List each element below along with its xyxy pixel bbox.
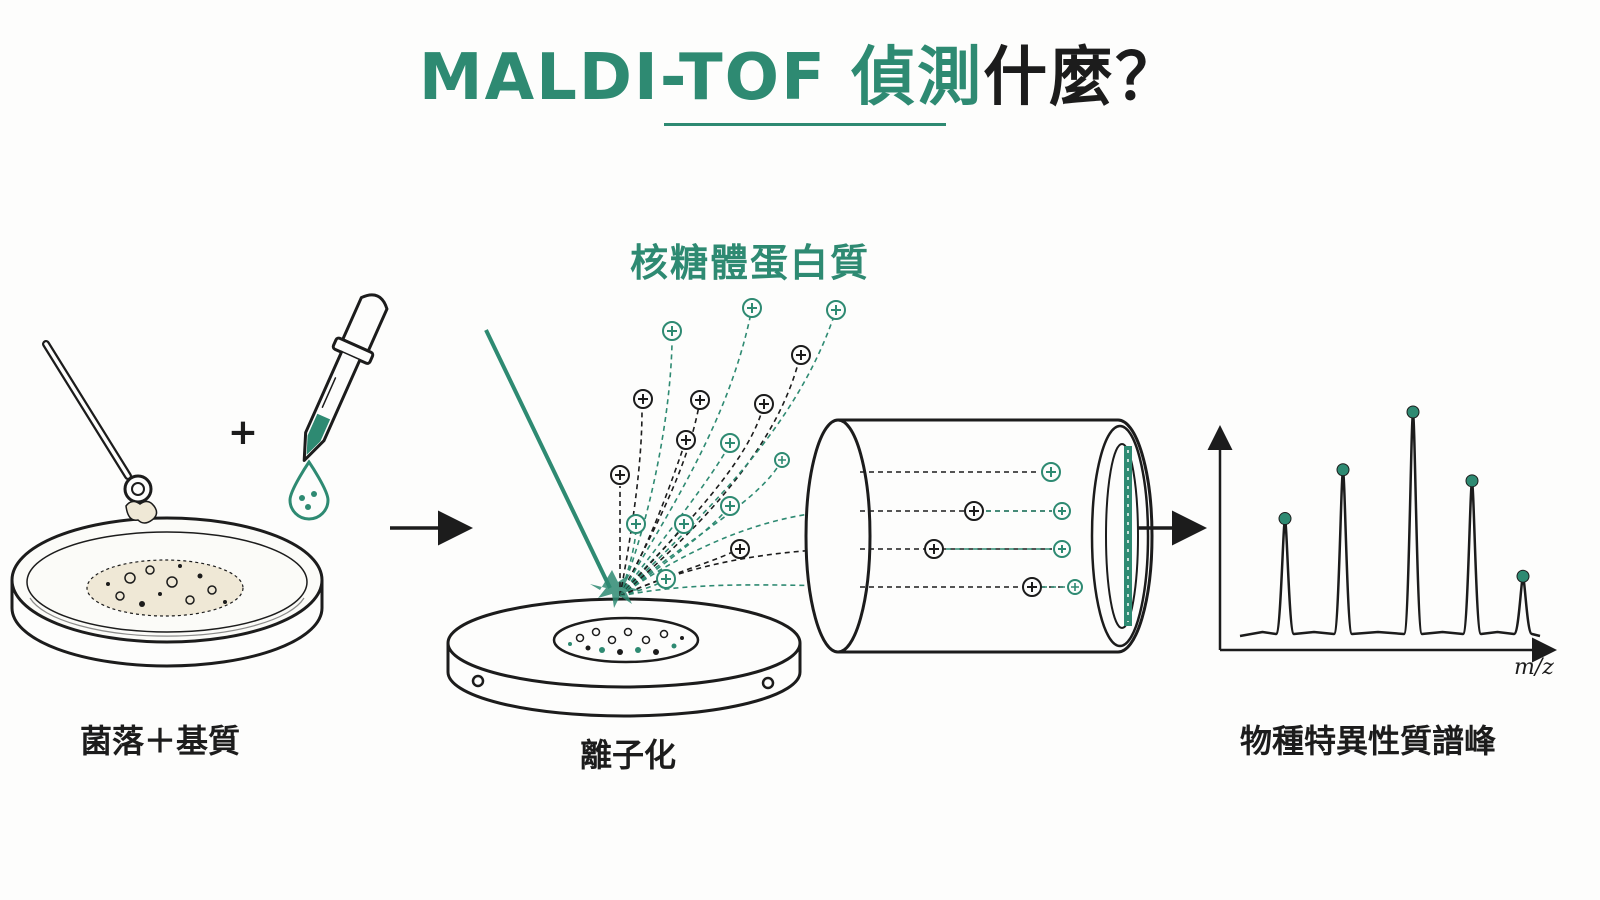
title-dark: 什麼？	[983, 41, 1182, 115]
colony-matrix-label: 菌落＋基質	[80, 722, 241, 760]
plus-sign: +	[228, 412, 258, 453]
spectrum-peak	[1516, 569, 1530, 583]
ion-positive-icon	[1067, 579, 1083, 595]
dropper-icon	[302, 293, 389, 462]
ion-markers	[610, 298, 846, 589]
ion-positive-icon	[742, 298, 762, 318]
ion-positive-icon	[774, 452, 790, 468]
spectrum-trace	[1239, 412, 1541, 638]
ion-positive-icon	[690, 390, 710, 410]
ion-positive-icon	[674, 514, 694, 534]
ion-positive-icon	[924, 539, 944, 559]
peak-markers	[1278, 405, 1530, 583]
ion-positive-icon	[610, 465, 630, 485]
page-title: MALDI-TOF 偵測什麼？	[0, 26, 1600, 118]
ion-positive-icon	[662, 321, 682, 341]
laser-beam-icon	[484, 329, 640, 608]
bacterial-colony-icon	[86, 559, 244, 617]
ion-positive-icon	[826, 300, 846, 320]
spectrum-peak	[1336, 463, 1350, 477]
target-plate-icon	[446, 597, 802, 718]
ion-positive-icon	[791, 345, 811, 365]
ion-positive-icon	[730, 539, 750, 559]
ion-positive-icon	[626, 514, 646, 534]
title-accent: MALDI-TOF 偵測	[418, 41, 984, 115]
tube-ion-markers	[924, 462, 1083, 597]
mz-axis-label: m/z	[1514, 655, 1554, 680]
spectrum-axes	[1207, 425, 1557, 663]
spectrum-peak	[1406, 405, 1420, 419]
matrix-drop-icon	[288, 459, 330, 521]
ribosomal-proteins-label: 核糖體蛋白質	[630, 241, 871, 285]
sample-spot-icon	[568, 627, 684, 655]
spectrum-peak	[1278, 512, 1292, 526]
ion-positive-icon	[1053, 540, 1071, 558]
ion-positive-icon	[964, 501, 984, 521]
ion-positive-icon	[676, 430, 696, 450]
ion-positive-icon	[1041, 462, 1061, 482]
flight-tube-icon	[804, 418, 1154, 654]
ion-positive-icon	[754, 394, 774, 414]
spectrum-peak	[1465, 474, 1479, 488]
ion-positive-icon	[720, 496, 740, 516]
ion-positive-icon	[1053, 502, 1071, 520]
ion-positive-icon	[656, 569, 676, 589]
ionization-label: 離子化	[580, 736, 677, 774]
species-spectrum-label: 物種特異性質譜峰	[1240, 722, 1497, 760]
inoculation-loop-icon	[42, 340, 158, 524]
title-underline	[664, 123, 946, 126]
ion-positive-icon	[1022, 577, 1042, 597]
ion-positive-icon	[720, 433, 740, 453]
ion-positive-icon	[633, 389, 653, 409]
